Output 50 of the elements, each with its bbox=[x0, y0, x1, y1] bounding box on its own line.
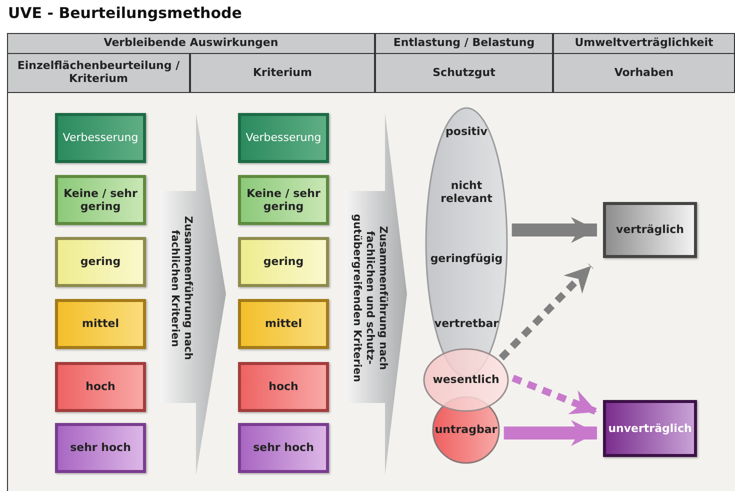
arrow bbox=[512, 217, 597, 243]
rating-box bbox=[55, 362, 146, 412]
rating-box bbox=[238, 113, 329, 163]
arrow bbox=[512, 374, 598, 416]
rating-box bbox=[238, 362, 329, 412]
category-label: positiv bbox=[444, 125, 488, 138]
table-header: Entlastung / Belastung bbox=[375, 33, 553, 54]
rating-label: gering bbox=[262, 255, 305, 269]
table-header: Einzelflächenbeurteilung / Kriterium bbox=[7, 53, 190, 93]
rating-label: hoch bbox=[84, 380, 116, 394]
rating-box bbox=[55, 113, 146, 163]
rating-box bbox=[55, 175, 146, 225]
arrow bbox=[498, 264, 594, 360]
rating-label: wesentlich bbox=[432, 373, 500, 387]
result-label: verträglich bbox=[615, 223, 685, 237]
table-header: Kriterium bbox=[190, 53, 375, 93]
chevron-label: Zusammenführung nach fachlichen und schutz-gutübergreifenden Kriterien bbox=[350, 212, 389, 384]
table-header: Umweltverträglichkeit bbox=[553, 33, 735, 54]
category-label: geringfügig bbox=[429, 252, 504, 266]
rating-box bbox=[238, 423, 329, 473]
rating-box bbox=[55, 423, 146, 473]
chevron-arrow bbox=[345, 113, 407, 475]
result-box bbox=[603, 202, 697, 258]
rating-label: Verbesserung bbox=[62, 131, 140, 145]
rating-box bbox=[238, 237, 329, 287]
title: UVE - Beurteilungsmethode bbox=[8, 4, 242, 22]
category-label: nicht relevant bbox=[440, 179, 494, 206]
rating-label: mittel bbox=[264, 317, 303, 331]
table-header: Vorhaben bbox=[553, 53, 735, 93]
rating-box bbox=[238, 299, 329, 349]
rating-label: sehr hoch bbox=[69, 441, 132, 455]
chevron-label: Zusammenführung nach fachlichen Kriterien bbox=[168, 215, 194, 362]
arrow bbox=[504, 420, 597, 446]
category-ellipse bbox=[423, 348, 509, 412]
rating-label: Verbesserung bbox=[244, 131, 322, 145]
table-header: Verbleibende Auswirkungen bbox=[7, 33, 375, 54]
rating-box bbox=[55, 299, 146, 349]
rating-label: hoch bbox=[268, 380, 300, 394]
rating-label: gering bbox=[79, 255, 122, 269]
rating-label: sehr hoch bbox=[252, 441, 315, 455]
rating-box bbox=[55, 237, 146, 287]
category-label: vertretbar bbox=[433, 317, 500, 330]
rating-label: untragbar bbox=[434, 423, 498, 437]
result-box bbox=[603, 400, 697, 457]
rating-label: Keine / sehr gering bbox=[246, 186, 322, 214]
rating-box bbox=[238, 175, 329, 225]
rating-label: mittel bbox=[81, 317, 120, 331]
result-label: unverträglich bbox=[607, 422, 693, 436]
rating-label: Keine / sehr gering bbox=[62, 186, 138, 214]
table-header: Schutzgut bbox=[375, 53, 553, 93]
